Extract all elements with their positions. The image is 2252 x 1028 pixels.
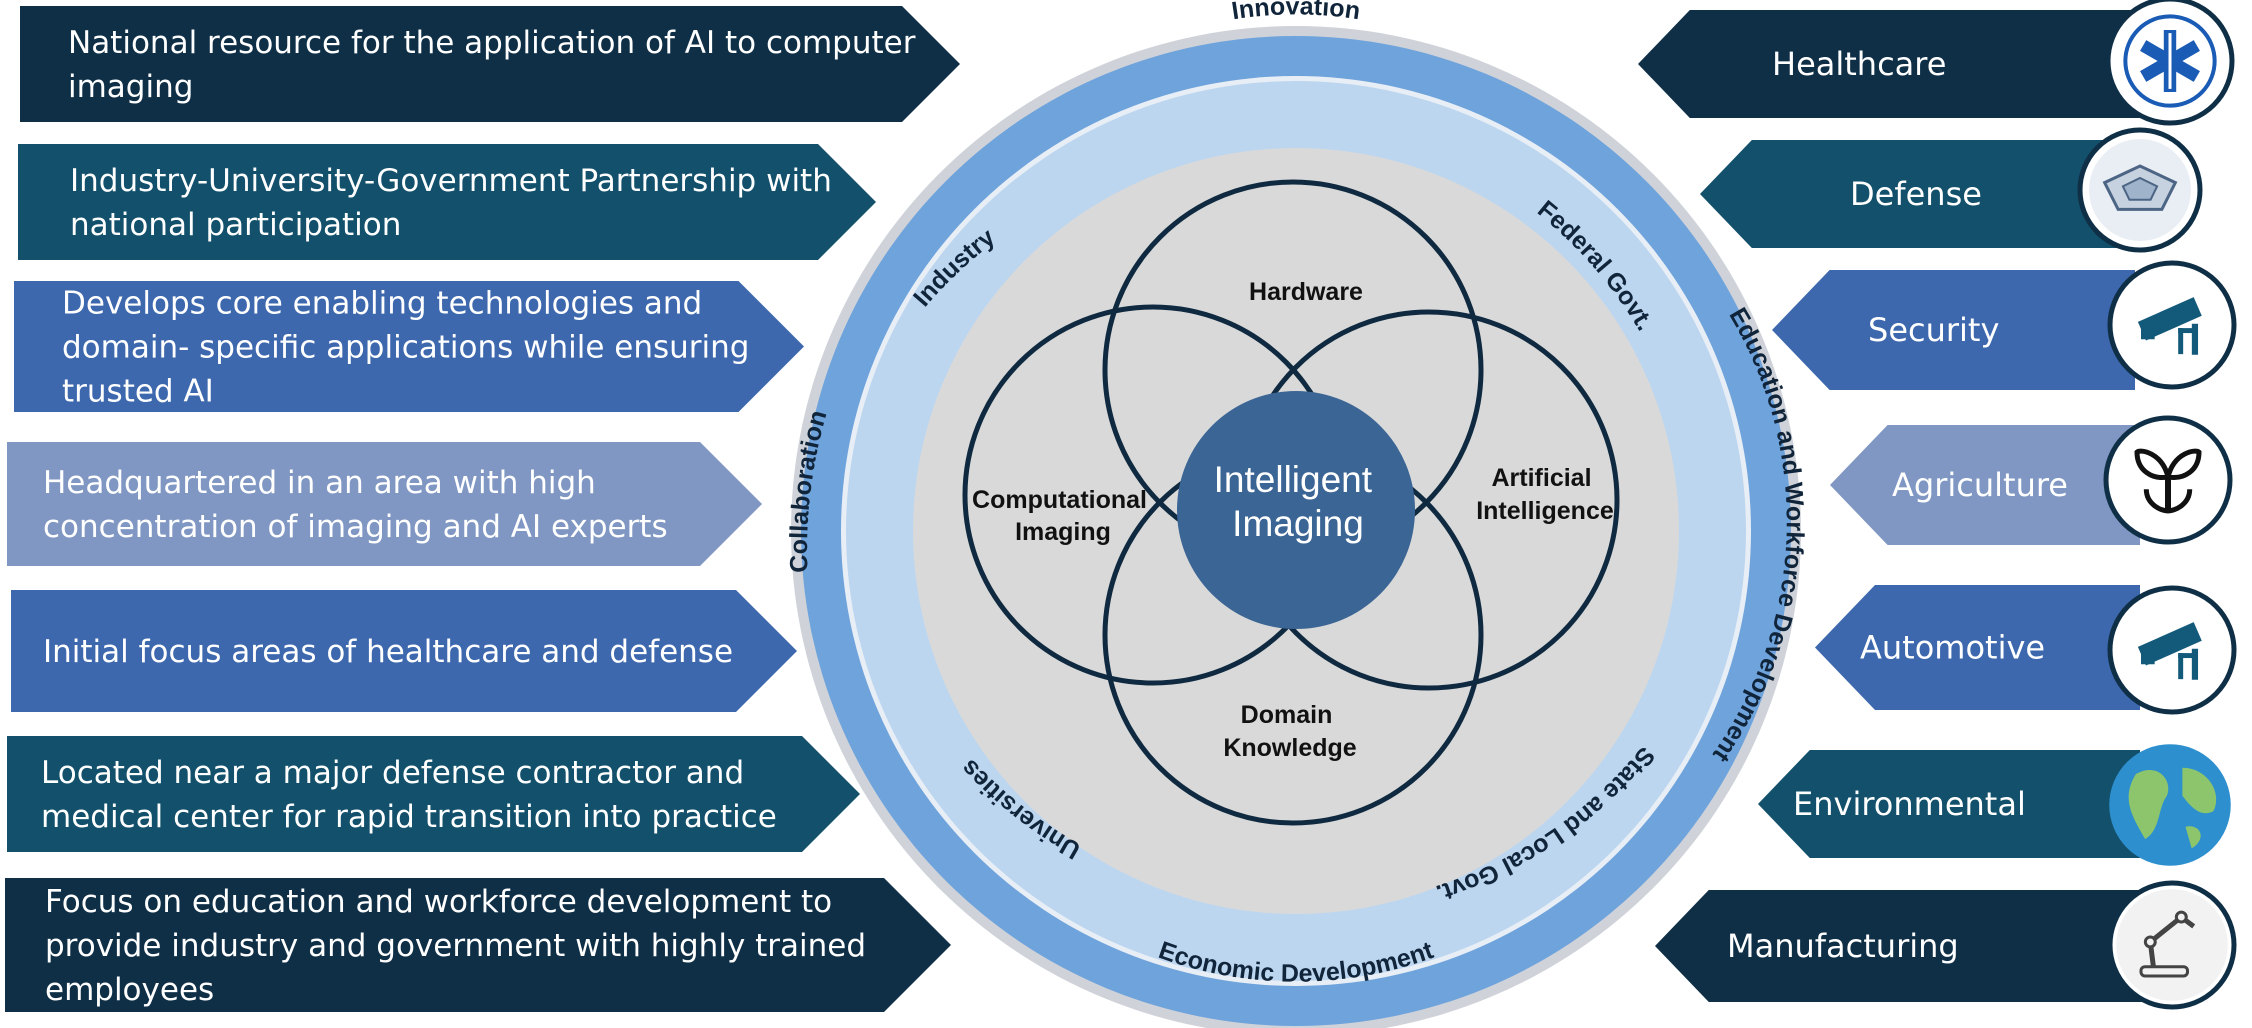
left-features-list: National resource for the application of… bbox=[5, 6, 960, 1012]
star-of-life-icon bbox=[2105, 0, 2235, 126]
application-label: Environmental bbox=[1793, 785, 2026, 823]
left-banner: National resource for the application of… bbox=[20, 6, 960, 122]
application-banner-shape bbox=[1758, 750, 2140, 858]
globe-icon bbox=[2109, 744, 2231, 866]
left-banner-text: Initial focus areas of healthcare and de… bbox=[43, 634, 733, 670]
application-banner: Environmental bbox=[1758, 744, 2231, 866]
application-label: Defense bbox=[1850, 175, 1982, 213]
left-banner-shape bbox=[7, 736, 860, 852]
left-banner: Initial focus areas of healthcare and de… bbox=[11, 590, 797, 712]
application-banner: Security bbox=[1772, 260, 2237, 390]
application-label: Automotive bbox=[1860, 629, 2045, 667]
left-banner-shape bbox=[14, 281, 804, 412]
venn-label-domain-knowledge: Domain Knowledge bbox=[1223, 701, 1356, 762]
left-banner-shape bbox=[5, 878, 951, 1012]
left-banner-text: Focus on education and workforce develop… bbox=[45, 884, 866, 1008]
application-banner-shape bbox=[1655, 890, 2150, 1002]
application-label: Security bbox=[1868, 311, 1999, 349]
left-banner: Located near a major defense contractor … bbox=[7, 736, 860, 852]
center-circle bbox=[1177, 391, 1415, 629]
application-banner-shape bbox=[1638, 10, 2160, 118]
application-banner-shape bbox=[1830, 425, 2140, 545]
security-camera-icon bbox=[2107, 260, 2237, 390]
venn-label-artificial-intelligence: Artificial Intelligence bbox=[1476, 464, 1614, 525]
left-banner-text: Industry-University-Government Partnersh… bbox=[70, 163, 832, 243]
application-banner-shape bbox=[1772, 270, 2135, 390]
application-areas-list: HealthcareDefenseSecurityAgricultureAuto… bbox=[1638, 0, 2237, 1010]
robot-arm-icon bbox=[2107, 880, 2237, 1010]
center-label-intelligent-imaging: Intelligent Imaging bbox=[1214, 459, 1383, 544]
left-banner-shape bbox=[7, 442, 762, 566]
left-banner: Industry-University-Government Partnersh… bbox=[18, 144, 876, 260]
ring-label-innovation: Innovation bbox=[1230, 0, 1362, 25]
left-banner: Focus on education and workforce develop… bbox=[5, 878, 951, 1012]
left-banner-shape bbox=[11, 590, 797, 712]
application-label: Healthcare bbox=[1772, 45, 1946, 83]
left-banner-shape bbox=[18, 144, 876, 260]
application-banner: Agriculture bbox=[1830, 415, 2233, 545]
application-label: Manufacturing bbox=[1727, 927, 1959, 965]
left-banner-text: National resource for the application of… bbox=[68, 25, 916, 105]
application-label: Agriculture bbox=[1892, 466, 2068, 504]
left-banner-text: Located near a major defense contractor … bbox=[41, 755, 777, 835]
application-banner-shape bbox=[1815, 585, 2140, 710]
sprout-icon bbox=[2103, 415, 2233, 545]
venn-label-hardware: Hardware bbox=[1249, 278, 1363, 306]
application-banner-shape bbox=[1700, 140, 2130, 248]
pentagon-building-icon bbox=[2077, 127, 2203, 253]
security-camera-icon bbox=[2107, 585, 2237, 715]
central-diagram: Innovation Collaboration Education and W… bbox=[785, 0, 1809, 1028]
venn-label-computational-imaging: Computational Imaging bbox=[972, 486, 1154, 546]
left-banner-shape bbox=[20, 6, 960, 122]
application-banner: Automotive bbox=[1815, 585, 2237, 715]
application-banner: Manufacturing bbox=[1655, 880, 2237, 1010]
application-banner: Healthcare bbox=[1638, 0, 2235, 126]
application-banner: Defense bbox=[1700, 127, 2203, 253]
